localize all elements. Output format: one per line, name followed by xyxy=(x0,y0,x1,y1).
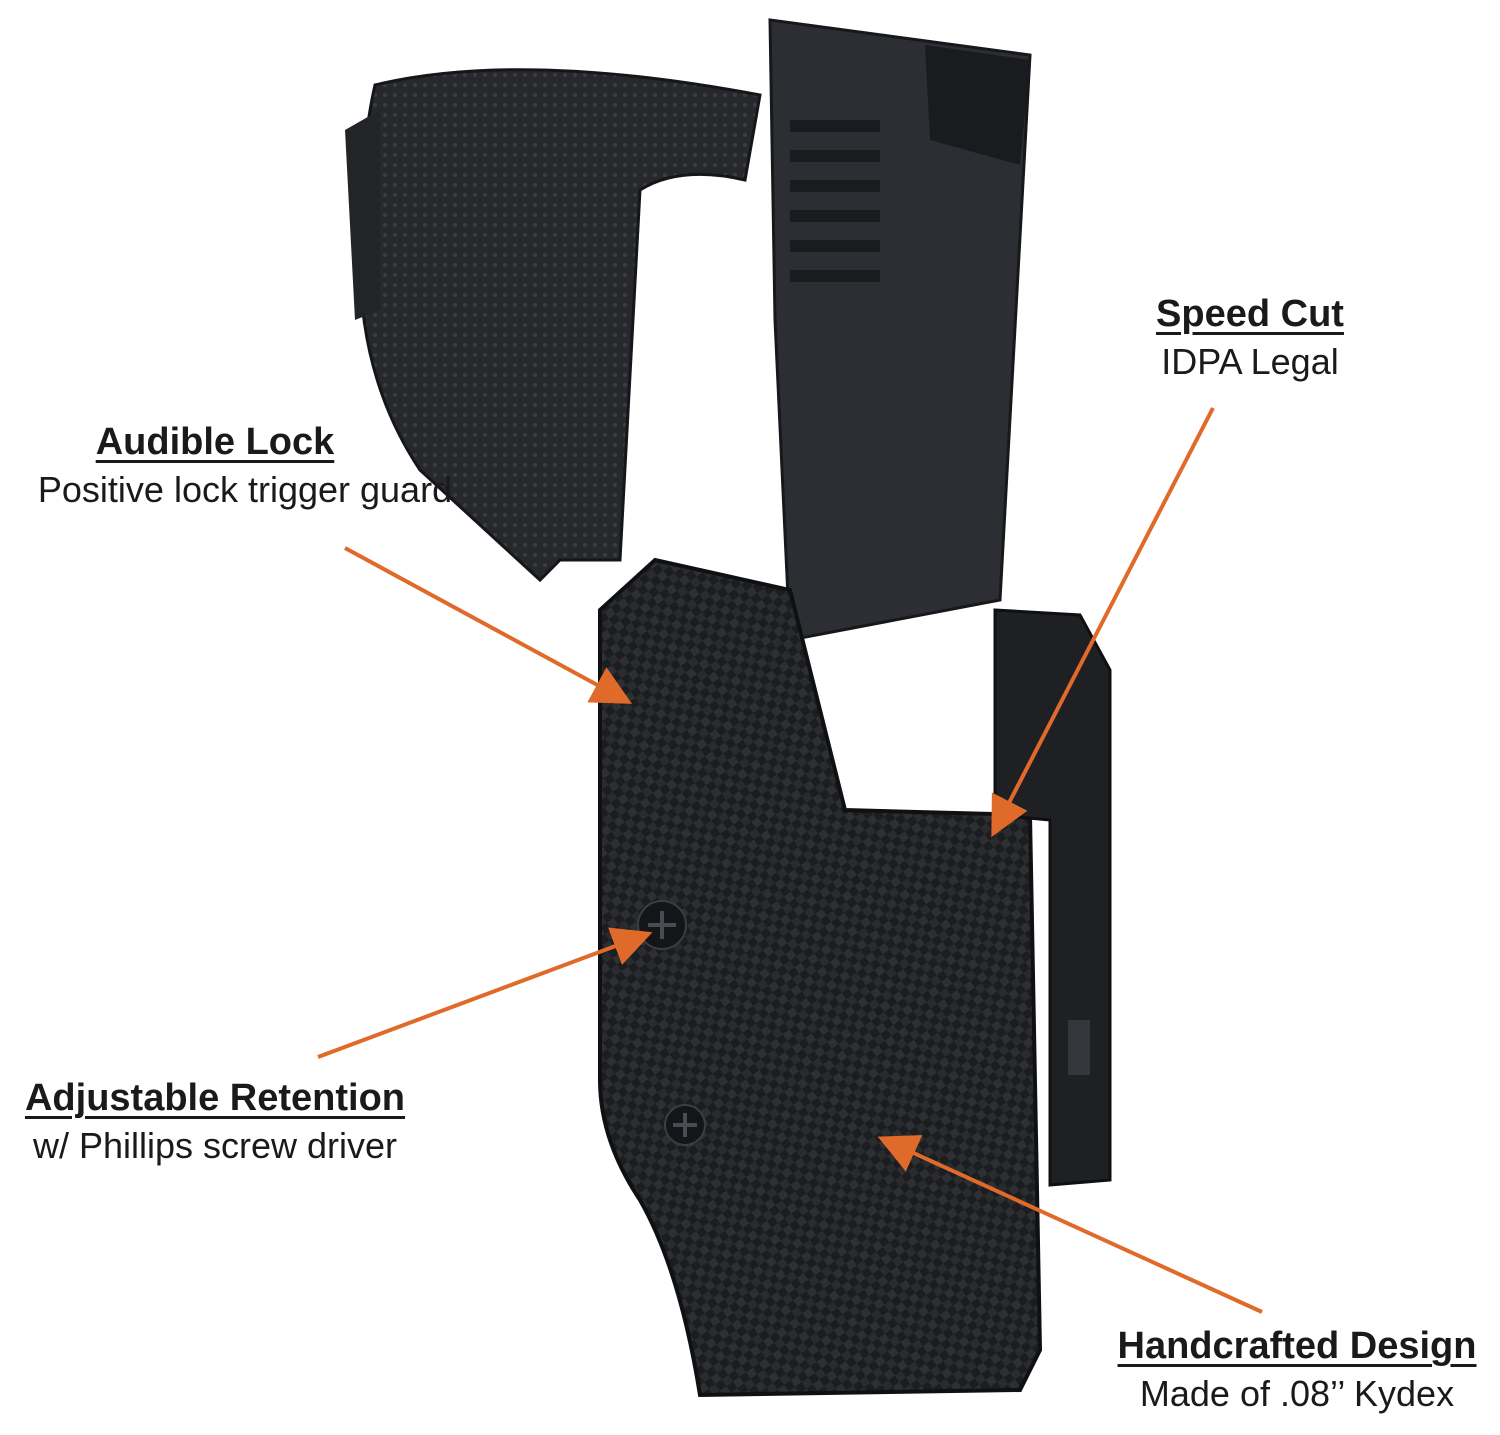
pistol-slide xyxy=(768,18,1032,642)
slide-serrations xyxy=(790,120,880,282)
callout-audible-lock: Audible Lock Positive lock trigger guard xyxy=(0,418,490,514)
callout-title: Speed Cut xyxy=(1156,293,1344,335)
phillips-screw-icon xyxy=(664,1104,706,1146)
phillips-screw-icon xyxy=(637,900,687,950)
callout-title: Adjustable Retention xyxy=(24,1077,406,1119)
pistol-backstrap xyxy=(345,110,380,320)
belt-clip-slot xyxy=(1068,1020,1090,1075)
callout-subtitle: w/ Phillips screw driver xyxy=(32,1125,398,1166)
callout-subtitle: Positive lock trigger guard xyxy=(37,469,453,510)
callout-speed-cut: Speed Cut IDPA Legal xyxy=(1120,290,1380,386)
callout-subtitle: Made of .08’’ Kydex xyxy=(1139,1373,1455,1414)
callout-title: Handcrafted Design xyxy=(1117,1325,1477,1367)
callout-handcrafted-design: Handcrafted Design Made of .08’’ Kydex xyxy=(1092,1322,1500,1418)
callout-subtitle: IDPA Legal xyxy=(1161,341,1339,382)
holster-body xyxy=(598,557,1043,1398)
callout-title: Audible Lock xyxy=(95,421,335,463)
callout-adjustable-retention: Adjustable Retention w/ Phillips screw d… xyxy=(0,1074,430,1170)
rear-sight xyxy=(925,45,1030,165)
